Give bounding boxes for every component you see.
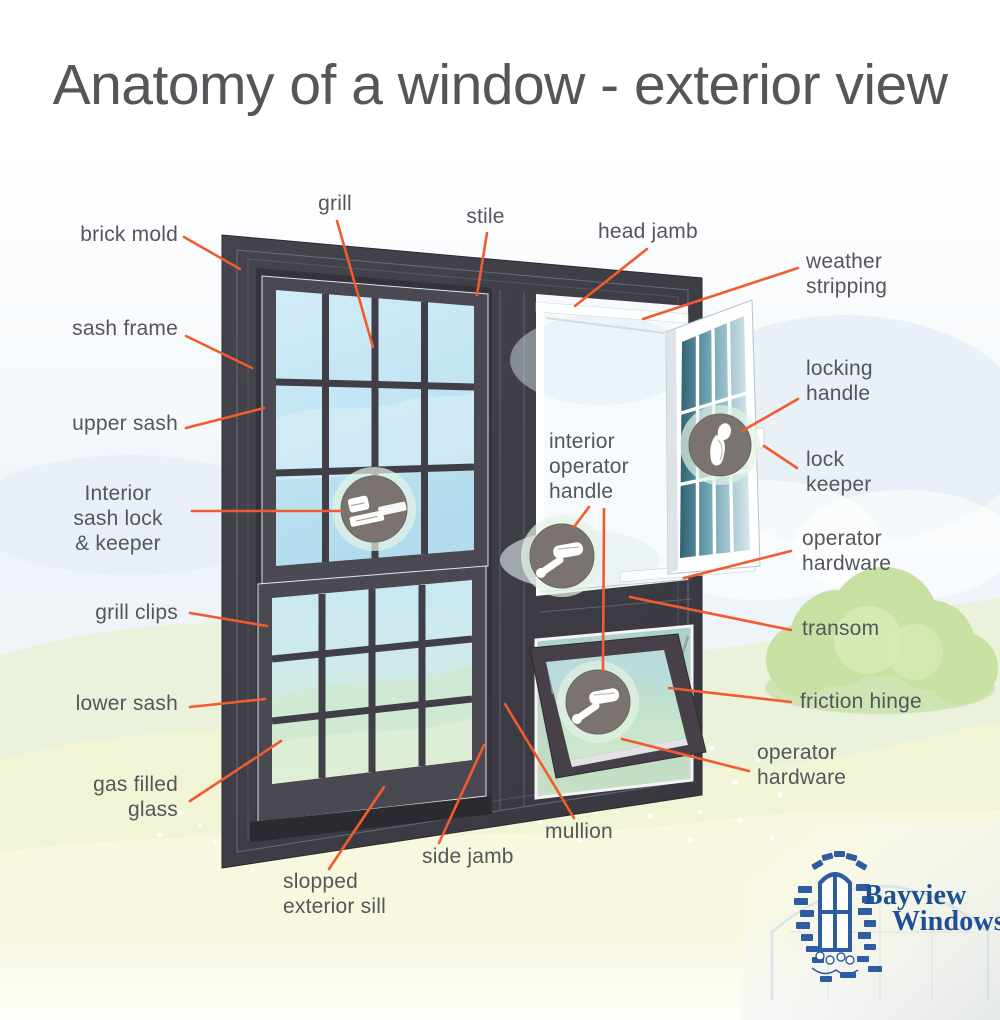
leader-transom [628,595,793,632]
sloped-exterior-sill [250,796,492,842]
label-transom: transom [802,617,880,640]
casement-section [500,294,765,596]
leader-lower-sash [188,697,267,709]
label-friction-hinge: friction hinge [800,690,922,713]
label-interior-operator-handle: interior operator handle [549,430,629,503]
label-slopped-exterior-sill: slopped exterior sill [283,870,386,918]
label-brick-mold: brick mold [80,223,178,246]
leader-stile [475,231,489,297]
leader-lock-keeper [762,444,799,470]
upper-sash [261,275,489,585]
operator-handle-badge-casement [521,515,603,597]
label-operator-hardware-top: operator hardware [802,527,892,575]
leader-side-jamb [437,743,486,845]
leader-operator-handle-b [601,507,606,672]
leader-grill [335,219,375,349]
leader-mullion [503,702,576,820]
leader-slopped-sill [327,785,386,871]
leader-brick-mold [182,235,242,271]
leader-locking-handle [740,397,800,433]
leader-gas-filled-glass [188,739,283,803]
leader-head-jamb [573,247,649,308]
logo-corner [740,820,1000,1020]
bush [765,567,998,714]
label-stile: stile [466,205,505,228]
casement-hinge-arm [545,317,665,334]
label-grill: grill [318,192,352,215]
leader-operator-hardware-bottom [620,737,751,773]
bayview-logo-mark [794,851,882,982]
lower-sash [257,565,487,823]
label-operator-hardware-bottom: operator hardware [757,741,847,789]
label-side-jamb: side jamb [422,845,514,868]
leader-grill-clips [188,611,269,628]
operator-handle-badge-awning [557,661,639,743]
label-gas-filled-glass: gas filled glass [93,773,178,821]
label-locking-handle: locking handle [806,357,873,405]
label-interior-sash-lock: Interior sash lock & keeper [73,482,163,555]
sash-lock-badge [332,467,416,551]
label-lock-keeper: lock keeper [806,448,872,496]
label-upper-sash: upper sash [72,412,178,435]
label-grill-clips: grill clips [95,601,178,624]
logo-wordmark-line2: Windows [892,906,1000,937]
label-mullion: mullion [545,820,613,843]
detail-badges [332,405,760,743]
leader-operator-hardware-top [682,549,793,580]
leader-weather-stripping [641,266,800,321]
lower-sash-grill [271,585,473,778]
label-weather-stripping: weather stripping [806,250,888,298]
locking-handle-icon [710,423,731,466]
window-unit [221,234,765,869]
label-lower-sash: lower sash [75,692,178,715]
page-title: Anatomy of a window - exterior view [52,53,948,117]
label-sash-frame: sash frame [72,317,178,340]
label-head-jamb: head jamb [598,220,698,243]
leader-friction-hinge [667,686,793,704]
logo-wordmark-line1: Bayview [864,880,967,911]
leader-upper-sash [184,406,266,430]
sash-lock-icon [347,495,407,527]
leader-operator-handle-a [572,505,591,529]
locking-handle-badge [680,405,760,485]
leader-lines [182,219,800,871]
leader-sash-frame [184,334,254,370]
